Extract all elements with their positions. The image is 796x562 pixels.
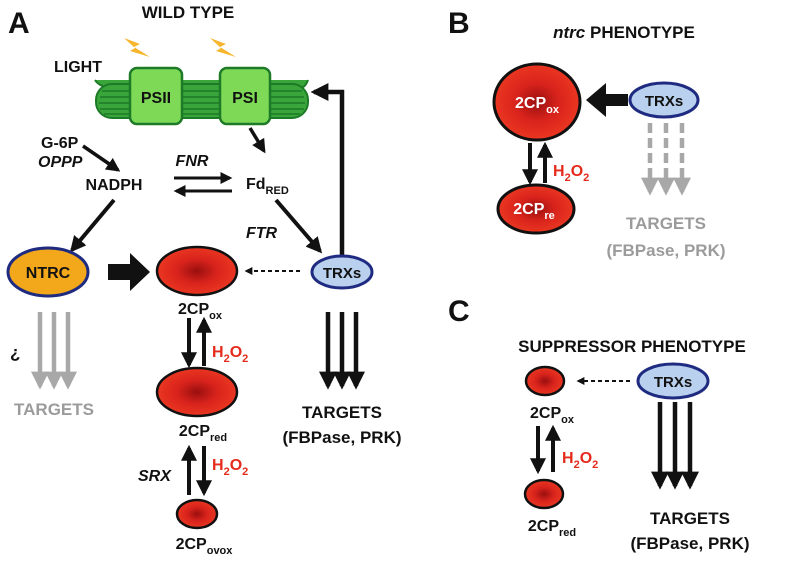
trxs-label: TRXs — [323, 265, 361, 282]
targets-label-a: TARGETS — [302, 403, 382, 422]
2cp-red-node-c — [523, 478, 565, 510]
2cp-ox-node-c — [524, 365, 566, 397]
targets-detail-c: (FBPase, PRK) — [630, 534, 749, 553]
2cp-red-node — [155, 366, 239, 418]
ntrc-node — [6, 246, 90, 298]
2cp-red-label-c: 2CPred — [528, 518, 576, 539]
panel-c-letter: C — [448, 295, 470, 328]
trxs-node-b — [628, 81, 700, 119]
srx-label: SRX — [138, 468, 172, 485]
fd-label: FdRED — [246, 176, 289, 197]
h2o2-label-b: H2O2 — [553, 163, 589, 184]
arrow-trx-to-2cp-b — [586, 83, 628, 117]
thylakoid-membrane — [94, 79, 309, 119]
fnr-label: FNR — [176, 153, 209, 170]
ftr-label: FTR — [246, 225, 278, 242]
targets-label-b: TARGETS — [626, 214, 706, 233]
light-label: LIGHT — [54, 59, 102, 76]
lightning-bolt-icon — [124, 38, 150, 57]
arrow-trx-to-membrane — [310, 83, 345, 258]
panel-c-title: SUPPRESSOR PHENOTYPE — [518, 337, 746, 356]
oppp-label: OPPP — [38, 154, 83, 171]
2cp-ox-label: 2CPox — [178, 301, 223, 322]
2cp-ox-label-c: 2CPox — [530, 405, 575, 426]
trxs-label-b: TRXs — [645, 93, 683, 110]
arrow-nadph-to-ntrc — [69, 198, 116, 253]
panel-a-letter: A — [8, 7, 30, 40]
targets-detail-a: (FBPase, PRK) — [282, 428, 401, 447]
2cp-ox-label-b: 2CPox — [515, 95, 560, 116]
h2o2-label-c: H2O2 — [562, 450, 598, 471]
targets-detail-b: (FBPase, PRK) — [606, 241, 725, 260]
gray-targets-label: TARGETS — [14, 400, 94, 419]
2cp-ox-node-b — [492, 62, 582, 142]
panel-a-title: WILD TYPE — [142, 3, 235, 22]
gray-dashed-target-arrows-b — [641, 123, 691, 196]
gray-target-arrows — [31, 312, 77, 390]
arrow-psi-to-fd — [248, 127, 266, 154]
psi-complex — [218, 66, 272, 126]
2cp-re-label-b: 2CPre — [513, 201, 555, 222]
2cp-red-label: 2CPred — [179, 423, 227, 444]
panel-b-letter: B — [448, 7, 470, 40]
2cp-re-node-b — [496, 183, 576, 235]
g6p-label: G-6P — [41, 135, 79, 152]
arrow-g6p-to-nadph — [82, 144, 121, 172]
arrow-fd-to-trx — [274, 198, 323, 254]
target-arrows-c — [651, 402, 699, 490]
arrow-ntrc-to-2cp — [108, 253, 150, 291]
trxs-node-c — [636, 362, 710, 400]
ntrc-label: NTRC — [26, 265, 71, 282]
inverted-question-mark: ¿ — [10, 343, 20, 362]
target-arrows-a — [319, 312, 365, 390]
2cp-ovox-node — [175, 498, 219, 530]
psi-label: PSI — [232, 90, 258, 107]
2cp-ox-node — [155, 245, 239, 297]
nadph-label: NADPH — [86, 177, 143, 194]
h2o2-label-a2: H2O2 — [212, 457, 248, 478]
panel-b-title: ntrc PHENOTYPE — [553, 23, 695, 42]
trxs-label-c: TRXs — [654, 374, 692, 391]
psii-complex — [128, 66, 184, 126]
targets-label-c: TARGETS — [650, 509, 730, 528]
lightning-bolt-icon — [210, 38, 236, 57]
trxs-node — [310, 254, 374, 290]
psii-label: PSII — [141, 90, 171, 107]
h2o2-label-a1: H2O2 — [212, 344, 248, 365]
2cp-ovox-label: 2CPovox — [176, 536, 234, 557]
